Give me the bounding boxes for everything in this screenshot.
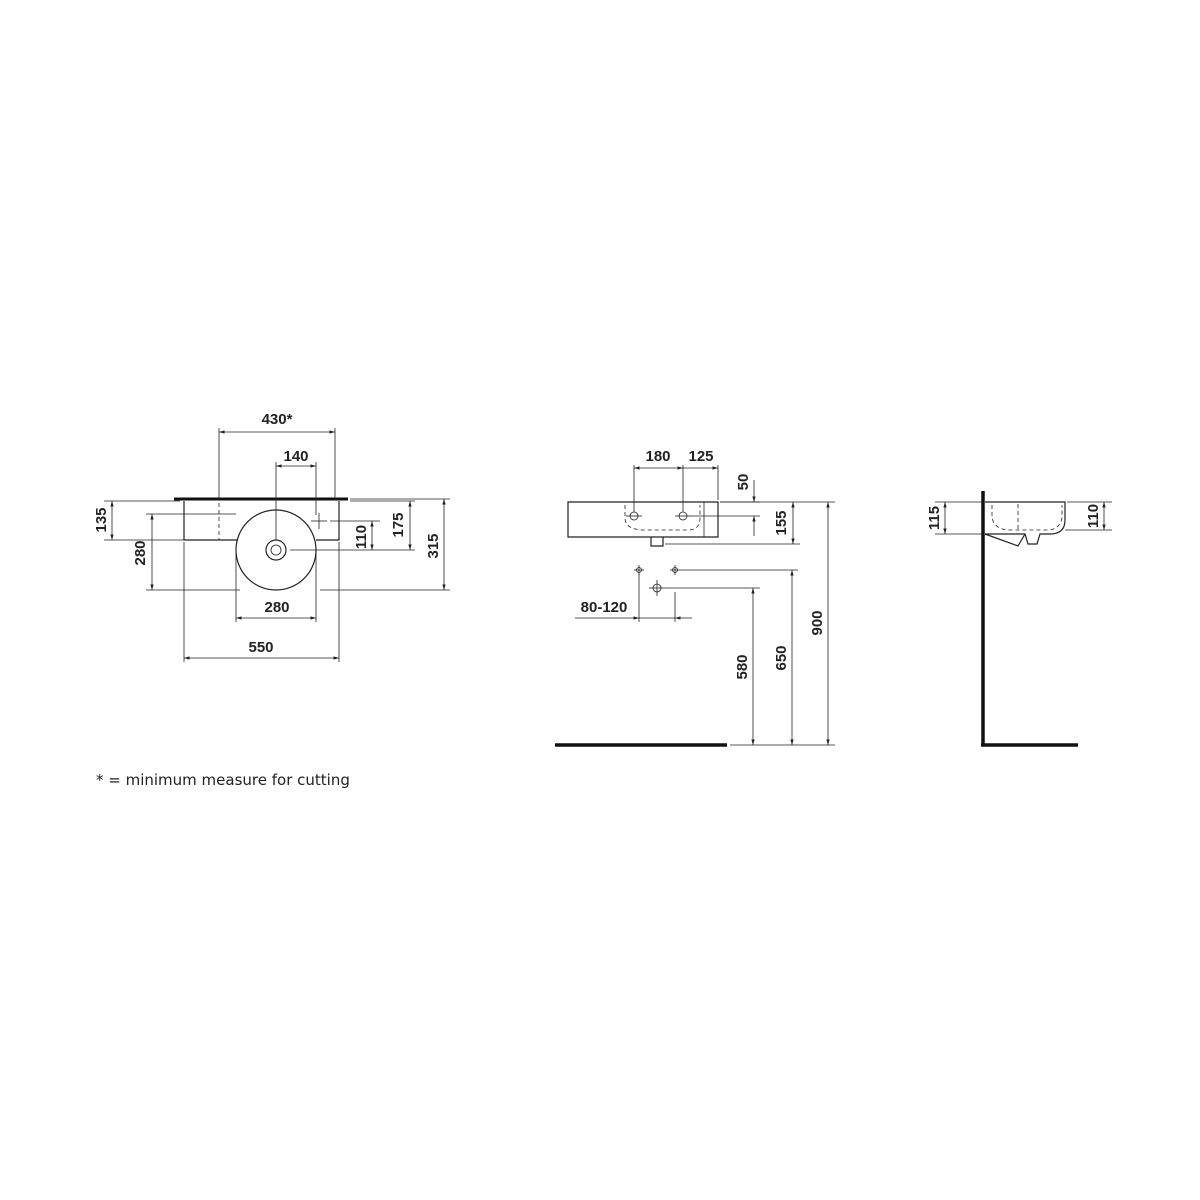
side-view: 115 110 (926, 491, 1112, 747)
dim-basin-height: 155 (773, 510, 790, 535)
dim-front-depth: 175 (390, 512, 407, 537)
basin-front-outline (567, 501, 719, 538)
dim-overall-depth: 315 (425, 533, 442, 558)
basin-side-outline (985, 501, 1066, 545)
dim-tap-offset: 140 (283, 448, 308, 465)
front-view: 180 125 50 155 80-120 (555, 448, 835, 747)
top-view: 430* 140 135 280 280 550 110 (93, 411, 450, 662)
dim-supply-height: 650 (773, 645, 790, 670)
dim-rim-thickness: 50 (735, 474, 752, 491)
dim-side-height-right: 110 (1085, 504, 1102, 528)
supply-point-right (670, 565, 680, 575)
drain-inner (270, 544, 282, 556)
drain-outer (265, 539, 287, 561)
bowl-hidden-outline-side (991, 505, 1063, 531)
basin-right-edge (703, 502, 719, 537)
dim-bowl-depth-left: 280 (132, 540, 149, 565)
dim-rim-height: 900 (809, 610, 826, 635)
waste-trap (984, 533, 1026, 547)
bowl-hidden-outline (624, 505, 701, 531)
dim-side-height-left: 115 (926, 506, 943, 530)
dim-tap-spacing-right: 125 (688, 448, 713, 465)
dim-overall-width: 550 (248, 639, 273, 656)
dim-tap-spacing-left: 180 (645, 448, 670, 465)
footnote: * = minimum measure for cutting (96, 771, 350, 789)
supply-point-left (634, 565, 644, 575)
dim-deck-depth: 135 (93, 507, 110, 532)
waste-outlet (650, 537, 664, 547)
dim-bowl-diameter: 280 (264, 599, 289, 616)
dim-waste-spacing: 80-120 (581, 599, 628, 616)
dim-cut-width: 430* (262, 411, 293, 428)
dim-drain-offset: 110 (353, 525, 370, 549)
dim-waste-height: 580 (734, 654, 751, 679)
waste-point (649, 580, 665, 596)
